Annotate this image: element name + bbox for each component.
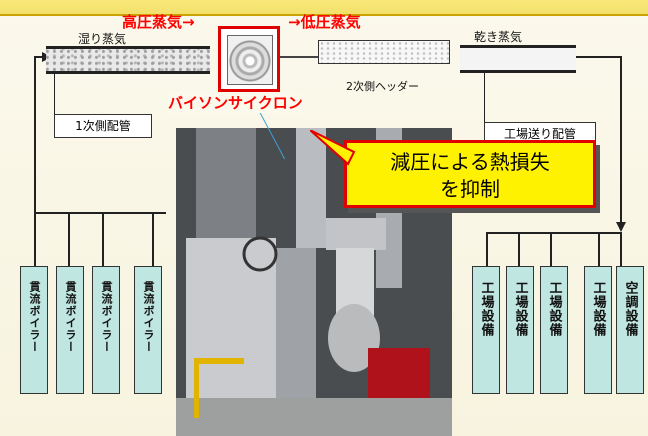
boiler-label-2: 貫流ボイラー <box>64 281 77 353</box>
equipment-box-1: 工場設備 <box>472 266 500 394</box>
equipment-label-1: 工場設備 <box>478 281 494 337</box>
equipment-box-2: 工場設備 <box>506 266 534 394</box>
high-pressure-label: 高圧蒸気→ <box>122 13 195 31</box>
boiler-box-3: 貫流ボイラー <box>92 266 120 394</box>
wet-steam-label: 湿り蒸気 <box>78 32 127 46</box>
boiler-box-4: 貫流ボイラー <box>134 266 162 394</box>
primary-piping-label: 1次側配管 <box>54 114 152 138</box>
bison-cyclone-image <box>218 26 280 92</box>
boiler-drop-2 <box>68 212 70 266</box>
boiler-label-3: 貫流ボイラー <box>100 281 113 353</box>
dry-steam-pipe <box>460 45 576 73</box>
callout-line-1: 減圧による熱損失 <box>390 150 550 174</box>
left-manifold-line <box>34 212 166 214</box>
equip-drop-2 <box>518 232 520 266</box>
right-vertical-line <box>620 56 622 226</box>
arrow-down-icon <box>616 222 626 232</box>
equip-drop-1 <box>486 232 488 266</box>
cyclone-outlet-pipe <box>280 56 318 58</box>
dry-steam-label: 乾き蒸気 <box>474 30 523 44</box>
heat-loss-callout: 減圧による熱損失 を抑制 <box>344 140 596 208</box>
secondary-header-label: 2次側ヘッダー <box>346 80 419 93</box>
boiler-drop-4 <box>152 212 154 266</box>
left-arrow-stub <box>34 56 46 58</box>
callout-pointer-icon <box>310 130 356 166</box>
right-manifold-line <box>486 232 622 234</box>
right-horizontal-stub <box>574 56 622 58</box>
boiler-drop-1 <box>34 212 36 266</box>
equip-drop-3 <box>550 232 552 266</box>
left-vertical-line <box>34 56 36 213</box>
bison-cyclone-label: バイソンサイクロン <box>168 92 303 113</box>
equipment-label-4: 工場設備 <box>590 281 606 337</box>
boiler-box-1: 貫流ボイラー <box>20 266 48 394</box>
secondary-header-pipe <box>318 40 450 64</box>
callout-line-2: を抑制 <box>440 177 500 201</box>
equipment-box-4: 工場設備 <box>584 266 612 394</box>
low-pressure-label: →低圧蒸気 <box>288 13 361 31</box>
boiler-label-4: 貫流ボイラー <box>142 281 155 353</box>
top-banner <box>0 0 648 16</box>
equip-drop-5 <box>620 232 622 266</box>
equipment-label-3: 工場設備 <box>546 281 562 337</box>
factory-leader-line <box>484 72 485 122</box>
wet-steam-pipe <box>46 46 210 74</box>
boiler-drop-3 <box>102 212 104 266</box>
boiler-label-1: 貫流ボイラー <box>28 281 41 353</box>
equipment-label-5: 空調設備 <box>622 281 638 337</box>
equipment-label-2: 工場設備 <box>512 281 528 337</box>
equipment-box-3: 工場設備 <box>540 266 568 394</box>
equipment-photo <box>176 128 452 436</box>
equipment-box-5: 空調設備 <box>616 266 644 394</box>
primary-leader-line <box>54 74 55 118</box>
equip-drop-4 <box>598 232 600 266</box>
boiler-box-2: 貫流ボイラー <box>56 266 84 394</box>
